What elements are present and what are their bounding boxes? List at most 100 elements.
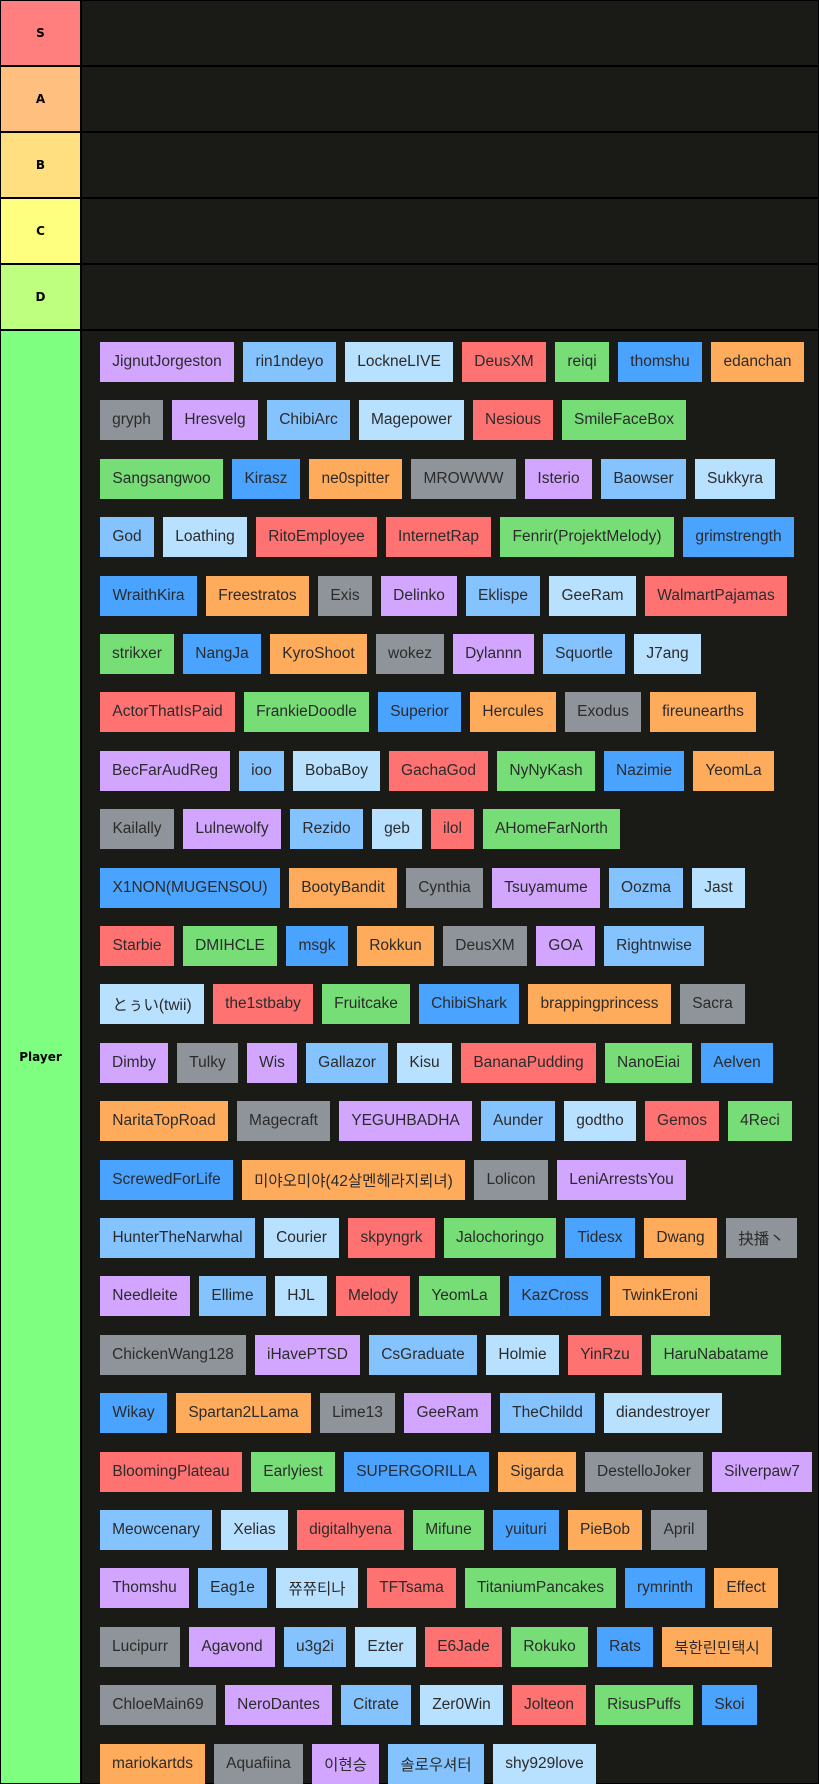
tier-item[interactable]: Holmie — [486, 1335, 559, 1375]
tier-item[interactable]: GachaGod — [389, 751, 488, 791]
tier-label-c[interactable]: C — [1, 199, 80, 263]
tier-item[interactable]: fireunearths — [650, 692, 756, 732]
tier-item[interactable]: msgk — [286, 926, 348, 966]
tier-item[interactable]: Rokkun — [357, 926, 434, 966]
tier-item[interactable]: diandestroyer — [604, 1393, 722, 1433]
tier-item[interactable]: iHavePTSD — [255, 1335, 360, 1375]
tier-item[interactable]: YEGUHBADHA — [339, 1101, 472, 1141]
tier-item[interactable]: shy929love — [493, 1744, 596, 1784]
tier-item[interactable]: Spartan2LLama — [176, 1393, 311, 1433]
tier-item[interactable]: Sukkyra — [695, 459, 775, 499]
tier-item[interactable]: JignutJorgeston — [100, 342, 234, 382]
tier-item[interactable]: BananaPudding — [461, 1043, 596, 1083]
tier-item[interactable]: GeeRam — [404, 1393, 491, 1433]
tier-item[interactable]: SmileFaceBox — [562, 400, 686, 440]
tier-item[interactable]: Aunder — [481, 1101, 555, 1141]
tier-item[interactable]: E6Jade — [425, 1627, 502, 1667]
tier-item[interactable]: gryph — [100, 400, 163, 440]
tier-item[interactable]: Tulky — [177, 1043, 238, 1083]
tier-item[interactable]: 抉播丶 — [726, 1218, 797, 1258]
tier-item[interactable]: Silverpaw7 — [712, 1452, 812, 1492]
tier-item[interactable]: DMIHCLE — [183, 926, 277, 966]
tier-item[interactable]: Aelven — [701, 1043, 773, 1083]
tier-item[interactable]: FrankieDoodle — [244, 692, 369, 732]
tier-item[interactable]: NangJa — [183, 634, 261, 674]
tier-item[interactable]: Eag1e — [198, 1568, 267, 1608]
tier-item[interactable]: PieBob — [568, 1510, 642, 1550]
tier-item[interactable]: ChibiArc — [267, 400, 350, 440]
tier-item[interactable]: reiqi — [555, 342, 609, 382]
tier-item[interactable]: Tidesx — [565, 1218, 635, 1258]
tier-item[interactable]: Hresvelg — [172, 400, 258, 440]
tier-item[interactable]: YinRzu — [568, 1335, 642, 1375]
tier-item[interactable]: Exodus — [565, 692, 641, 732]
tier-item[interactable]: Oozma — [609, 868, 683, 908]
tier-item[interactable]: DeusXM — [443, 926, 527, 966]
tier-item[interactable]: DestelloJoker — [585, 1452, 703, 1492]
tier-item[interactable]: Xelias — [221, 1510, 288, 1550]
tier-item[interactable]: HaruNabatame — [651, 1335, 781, 1375]
tier-item[interactable]: Lulnewolfy — [183, 809, 281, 849]
tier-item[interactable]: digitalhyena — [297, 1510, 404, 1550]
tier-item[interactable]: 4Reci — [728, 1101, 792, 1141]
tier-item[interactable]: RitoEmployee — [256, 517, 377, 557]
tier-item[interactable]: Superior — [378, 692, 461, 732]
tier-item[interactable]: NanoEiai — [605, 1043, 692, 1083]
tier-item[interactable]: Ellime — [199, 1276, 266, 1316]
tier-label-b[interactable]: B — [1, 133, 80, 197]
tier-item[interactable]: Sangsangwoo — [100, 459, 223, 499]
tier-item[interactable]: Rats — [597, 1627, 653, 1667]
tier-item[interactable]: the1stbaby — [213, 984, 313, 1024]
tier-item[interactable]: X1NON(MUGENSOU) — [100, 868, 280, 908]
tier-item[interactable]: CsGraduate — [369, 1335, 477, 1375]
tier-item[interactable]: Nesious — [473, 400, 553, 440]
tier-item[interactable]: Wis — [247, 1043, 297, 1083]
tier-item[interactable]: Needleite — [100, 1276, 190, 1316]
tier-label-s[interactable]: S — [1, 1, 80, 65]
tier-item[interactable]: Sacra — [680, 984, 745, 1024]
tier-item[interactable]: ChickenWang128 — [100, 1335, 246, 1375]
tier-item[interactable]: Squortle — [543, 634, 625, 674]
tier-drop-zone-b[interactable] — [82, 133, 818, 197]
tier-item[interactable]: Fruitcake — [322, 984, 410, 1024]
tier-item[interactable]: Earlyiest — [251, 1452, 335, 1492]
tier-item[interactable]: とぅい(twii) — [100, 984, 204, 1024]
tier-item[interactable]: HJL — [275, 1276, 327, 1316]
tier-item[interactable]: Isterio — [525, 459, 592, 499]
tier-item[interactable]: Skoi — [702, 1685, 757, 1725]
tier-item[interactable]: Cynthia — [406, 868, 483, 908]
tier-item[interactable]: GeeRam — [549, 576, 636, 616]
tier-item[interactable]: BecFarAudReg — [100, 751, 230, 791]
tier-item[interactable]: Kirasz — [232, 459, 300, 499]
tier-item[interactable]: grimstrength — [683, 517, 794, 557]
tier-item[interactable]: Rightnwise — [604, 926, 704, 966]
tier-item[interactable]: TheChildd — [500, 1393, 595, 1433]
tier-item[interactable]: Zer0Win — [420, 1685, 503, 1725]
tier-item[interactable]: 이현승 — [312, 1744, 379, 1784]
tier-item[interactable]: Exis — [318, 576, 372, 616]
tier-item[interactable]: 북한린민택시 — [662, 1627, 772, 1667]
tier-item[interactable]: Wikay — [100, 1393, 167, 1433]
tier-item[interactable]: Agavond — [189, 1627, 275, 1667]
tier-item[interactable]: KazCross — [509, 1276, 601, 1316]
tier-item[interactable]: YeomLa — [419, 1276, 500, 1316]
tier-item[interactable]: Ezter — [355, 1627, 416, 1667]
tier-item[interactable]: NaritaTopRoad — [100, 1101, 228, 1141]
tier-item[interactable]: MROWWW — [411, 459, 516, 499]
tier-item[interactable]: AHomeFarNorth — [483, 809, 620, 849]
tier-item[interactable]: u3g2i — [284, 1627, 346, 1667]
tier-item[interactable]: NeroDantes — [225, 1685, 332, 1725]
tier-item[interactable]: SUPERGORILLA — [344, 1452, 489, 1492]
tier-item[interactable]: rymrinth — [625, 1568, 705, 1608]
tier-item[interactable]: Lucipurr — [100, 1627, 180, 1667]
tier-item[interactable]: mariokartds — [100, 1744, 205, 1784]
tier-item[interactable]: ChibiShark — [419, 984, 519, 1024]
tier-item[interactable]: Sigarda — [498, 1452, 576, 1492]
tier-item[interactable]: InternetRap — [386, 517, 491, 557]
tier-item[interactable]: Aquafiina — [214, 1744, 303, 1784]
tier-item[interactable]: Melody — [336, 1276, 410, 1316]
tier-label-a[interactable]: A — [1, 67, 80, 131]
tier-item[interactable]: Rokuko — [511, 1627, 588, 1667]
tier-item[interactable]: Lime13 — [320, 1393, 395, 1433]
